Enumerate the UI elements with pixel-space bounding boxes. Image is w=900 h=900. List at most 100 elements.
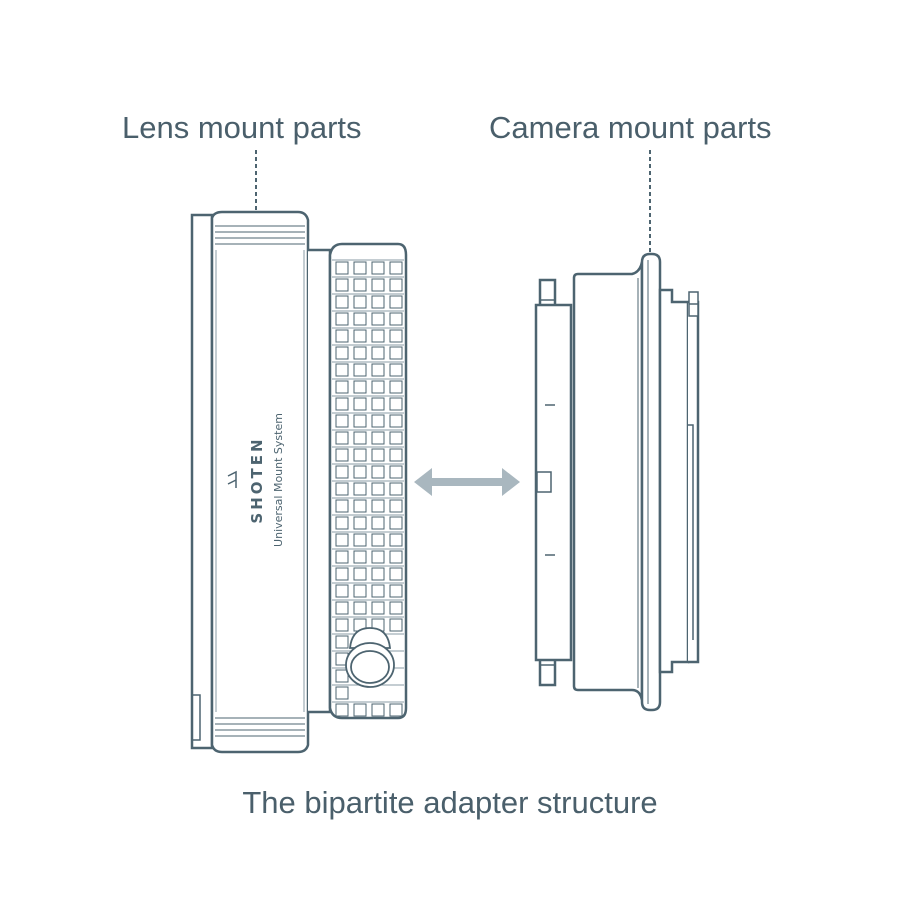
branding: SHOTEN Universal Mount System xyxy=(248,413,285,547)
knurl-cell xyxy=(353,601,367,615)
knurl-cell xyxy=(371,363,385,377)
knurl-cell xyxy=(371,295,385,309)
knurl-cell xyxy=(389,533,403,547)
knurl-cell xyxy=(371,465,385,479)
knurl-cell xyxy=(335,346,349,360)
knurl-cell xyxy=(371,329,385,343)
knurl-cell xyxy=(389,567,403,581)
knurl-cell xyxy=(371,397,385,411)
knurl-cell xyxy=(371,550,385,564)
knurl-cell xyxy=(353,346,367,360)
knurl-cell xyxy=(335,414,349,428)
knurl-cell xyxy=(335,499,349,513)
knurl-cell xyxy=(335,567,349,581)
knurl-cell xyxy=(353,533,367,547)
knurl-cell xyxy=(335,278,349,292)
knurl-cell xyxy=(389,516,403,530)
double-arrow-icon xyxy=(414,468,520,496)
knurl-cell xyxy=(353,516,367,530)
knurl-cell xyxy=(389,601,403,615)
knurl-cell xyxy=(353,465,367,479)
knurl-cell xyxy=(335,329,349,343)
knurl-cell xyxy=(335,635,349,649)
knurl-cell xyxy=(353,499,367,513)
knurl-cell xyxy=(371,346,385,360)
knurl-cell xyxy=(389,397,403,411)
knurl-cell xyxy=(353,261,367,275)
knurl-cell xyxy=(371,584,385,598)
knurl-cell xyxy=(371,533,385,547)
knurl-cell xyxy=(353,380,367,394)
knurl-cell xyxy=(353,448,367,462)
knurl-cell xyxy=(353,329,367,343)
knurl-cell xyxy=(389,465,403,479)
product-line: Universal Mount System xyxy=(272,413,285,547)
knurl-cell xyxy=(353,278,367,292)
knurl-cell xyxy=(371,499,385,513)
knurl-cell xyxy=(389,278,403,292)
knurl-cell xyxy=(389,482,403,496)
knurl-cell xyxy=(371,380,385,394)
knurl-cell xyxy=(389,584,403,598)
knurl-cell xyxy=(389,295,403,309)
knurl-cell xyxy=(389,363,403,377)
knurl-cell xyxy=(371,261,385,275)
knurl-cell xyxy=(335,618,349,632)
knurl-cell xyxy=(389,618,403,632)
knurl-cell xyxy=(389,346,403,360)
camera-mount-label: Camera mount parts xyxy=(489,110,772,145)
knurl-cell xyxy=(389,312,403,326)
knurl-cell xyxy=(335,703,349,717)
knurl-cell xyxy=(353,397,367,411)
knurl-cell xyxy=(371,567,385,581)
knurl-cell xyxy=(335,550,349,564)
knurl-cell xyxy=(335,669,349,683)
knurl-cell xyxy=(353,312,367,326)
knurl-cell xyxy=(353,482,367,496)
knurl-cell xyxy=(353,295,367,309)
knurl-cell xyxy=(371,516,385,530)
knurl-cell xyxy=(389,703,403,717)
knurl-cell xyxy=(389,261,403,275)
shoten-logo-icon xyxy=(227,470,237,488)
knurl-cell xyxy=(353,567,367,581)
knurl-cell xyxy=(335,584,349,598)
knurl-cell xyxy=(335,295,349,309)
lens-mount-label: Lens mount parts xyxy=(122,110,362,145)
knurl-cell xyxy=(371,278,385,292)
knurl-cell xyxy=(335,261,349,275)
knurl-cell xyxy=(371,312,385,326)
lock-button xyxy=(345,627,395,688)
knurl-cell xyxy=(335,601,349,615)
knurl-cell xyxy=(335,465,349,479)
knurl-cell xyxy=(353,703,367,717)
knurl-cell xyxy=(335,380,349,394)
knurl-cell xyxy=(353,584,367,598)
knurl-cell xyxy=(353,550,367,564)
knurl-cell xyxy=(389,431,403,445)
knurl-cell xyxy=(335,448,349,462)
knurl-cell xyxy=(335,363,349,377)
knurl-cell xyxy=(371,601,385,615)
knurl-cell xyxy=(371,414,385,428)
knurl-cell xyxy=(353,414,367,428)
diagram-caption: The bipartite adapter structure xyxy=(242,785,658,820)
knurl-cell xyxy=(389,380,403,394)
camera-mount-part xyxy=(534,252,700,712)
knurl-cell xyxy=(335,686,349,700)
knurl-cell xyxy=(371,703,385,717)
knurl-cell xyxy=(335,516,349,530)
knurl-cell xyxy=(335,431,349,445)
knurl-cell xyxy=(371,448,385,462)
knurl-cell xyxy=(335,312,349,326)
knurl-cell xyxy=(371,431,385,445)
knurl-cell xyxy=(335,533,349,547)
knurl-cell xyxy=(371,482,385,496)
knurl-cell xyxy=(335,482,349,496)
knurl-cell xyxy=(353,431,367,445)
knurl-cell xyxy=(389,499,403,513)
knurl-cell xyxy=(335,397,349,411)
knurl-cell xyxy=(353,363,367,377)
knurl-cell xyxy=(389,448,403,462)
